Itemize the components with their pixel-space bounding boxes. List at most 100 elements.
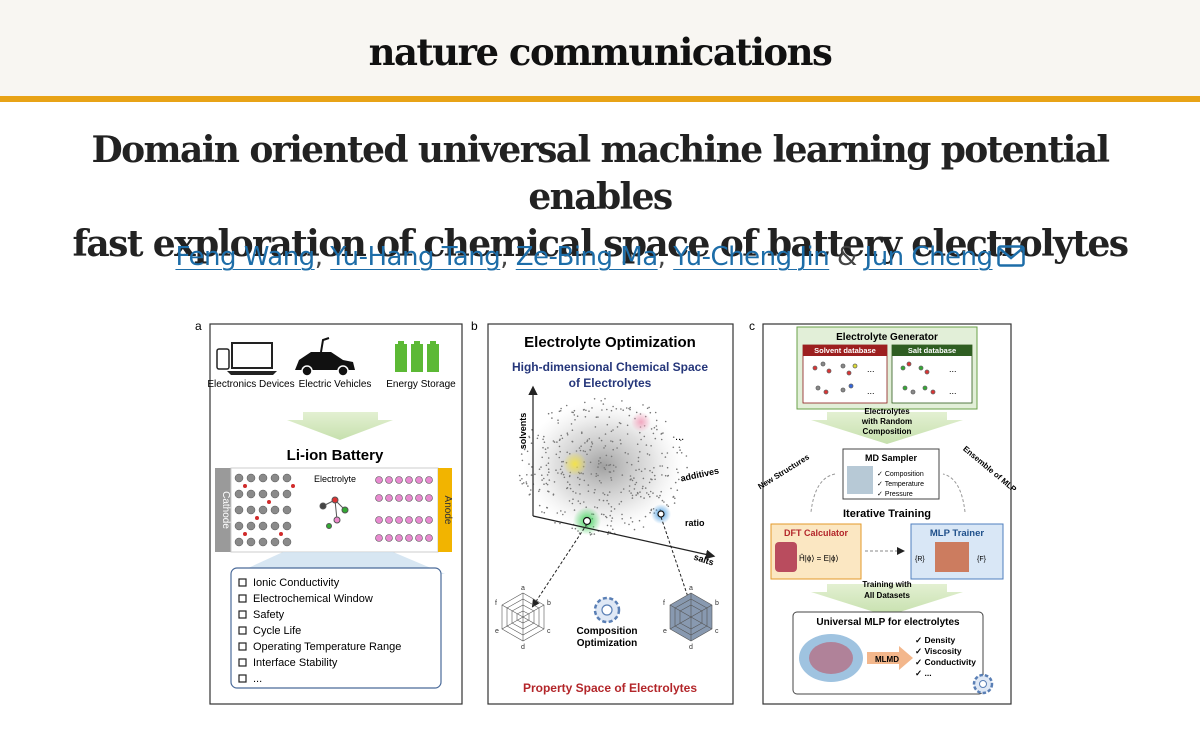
cloud-dot	[629, 406, 631, 409]
journal-logo[interactable]: nature communications	[368, 30, 833, 74]
svg-text:d: d	[521, 644, 525, 651]
author-link[interactable]: Jun Cheng	[864, 242, 994, 272]
cloud-dot	[610, 440, 612, 442]
email-icon[interactable]	[996, 244, 1025, 274]
cloud-dot	[630, 463, 633, 466]
anode-particles	[375, 476, 433, 542]
cloud-dot	[648, 406, 650, 409]
svg-text:a: a	[689, 585, 693, 592]
dft-orbital-image	[775, 542, 797, 572]
cloud-dot	[648, 454, 651, 456]
cloud-dot	[598, 480, 601, 482]
cloud-dot	[600, 482, 602, 484]
car-icon	[295, 337, 355, 377]
cloud-dot	[626, 461, 628, 464]
cloud-dot	[647, 493, 650, 496]
cloud-dot	[547, 412, 550, 415]
cloud-dot	[523, 448, 526, 451]
cloud-dot	[557, 422, 559, 424]
cloud-dot	[575, 450, 578, 452]
cloud-dot	[620, 491, 622, 494]
cloud-dot	[543, 441, 546, 443]
cloud-dot	[525, 481, 528, 483]
cloud-dot	[609, 514, 611, 517]
cloud-dot	[603, 513, 605, 516]
cloud-dot	[534, 473, 536, 476]
svg-text:✓ ...: ✓ ...	[915, 668, 932, 678]
cloud-dot	[571, 502, 574, 505]
cloud-dot	[620, 500, 623, 503]
cloud-dot	[548, 490, 550, 493]
cloud-dot	[618, 422, 621, 424]
cloud-dot	[556, 441, 558, 443]
cloud-dot	[606, 494, 609, 496]
cloud-dot	[654, 411, 657, 414]
cloud-dot	[633, 488, 636, 490]
cloud-dot	[564, 511, 566, 513]
author-link[interactable]: Feng Wang	[175, 242, 315, 272]
down-arrow	[811, 412, 963, 444]
space-title: of Electrolytes	[569, 376, 652, 390]
cloud-dot	[640, 470, 643, 473]
svg-text:b: b	[547, 600, 551, 607]
cloud-dot	[545, 482, 548, 485]
cloud-dot	[589, 461, 592, 464]
cloud-dot	[635, 469, 637, 471]
cloud-dot	[584, 442, 586, 444]
cloud-dot	[619, 439, 622, 441]
neural-net-image	[935, 542, 969, 572]
cloud-dot	[613, 508, 616, 510]
ellipsis: ...	[949, 386, 957, 396]
svg-text:c: c	[547, 628, 551, 635]
cloud-dot	[640, 495, 642, 498]
gear-icon	[972, 673, 994, 695]
cloud-dot	[591, 441, 593, 443]
cloud-dot	[644, 515, 647, 518]
svg-text:b: b	[715, 600, 719, 607]
output-list: ✓ Density ✓ Viscosity ✓ Conductivity ✓ .…	[915, 635, 976, 678]
cloud-dot	[666, 504, 668, 506]
cloud-dot	[590, 445, 593, 448]
cloud-dot	[610, 506, 613, 508]
cloud-dot	[660, 438, 663, 441]
cloud-dot	[664, 420, 667, 423]
cathode-particles	[234, 473, 292, 547]
mlmd-arrow	[867, 646, 913, 670]
cloud-dot	[628, 485, 631, 487]
cloud-dot	[580, 445, 582, 447]
cloud-dot	[630, 517, 632, 519]
panel-b-title: Electrolyte Optimization	[524, 334, 696, 351]
cloud-dot	[611, 440, 614, 443]
author-link[interactable]: Yu-Cheng Jin	[673, 242, 830, 272]
cloud-dot	[598, 499, 601, 501]
cloud-dot	[559, 522, 561, 525]
cloud-dot	[648, 481, 651, 484]
cloud-dot	[620, 408, 622, 410]
cloud-dot	[605, 516, 608, 519]
cloud-dot	[542, 438, 544, 441]
cloud-dot	[607, 533, 609, 535]
cloud-dot	[591, 407, 593, 409]
cloud-dot	[631, 497, 634, 499]
cloud-dot	[622, 409, 624, 411]
cloud-dot	[660, 432, 663, 435]
axis-salts	[532, 515, 716, 560]
author-link[interactable]: Ze-Bing Ma	[515, 242, 658, 272]
author-link[interactable]: Yu-Hang Tang	[330, 242, 501, 272]
cloud-dot	[554, 522, 556, 524]
cloud-dot	[589, 449, 592, 451]
cloud-dot	[621, 474, 624, 476]
cloud-dot	[568, 500, 571, 502]
cloud-dot	[606, 499, 608, 502]
cloud-dot	[555, 469, 557, 471]
cloud-dot	[576, 415, 579, 417]
cloud-dot	[585, 409, 587, 412]
cloud-dot	[660, 490, 662, 493]
cloud-dot	[603, 447, 605, 449]
cloud-dot	[634, 483, 636, 486]
cloud-dot	[626, 424, 629, 427]
cloud-dot	[560, 472, 563, 475]
cloud-dot	[569, 487, 572, 490]
cloud-dot	[566, 434, 569, 436]
cloud-dot	[602, 492, 604, 494]
